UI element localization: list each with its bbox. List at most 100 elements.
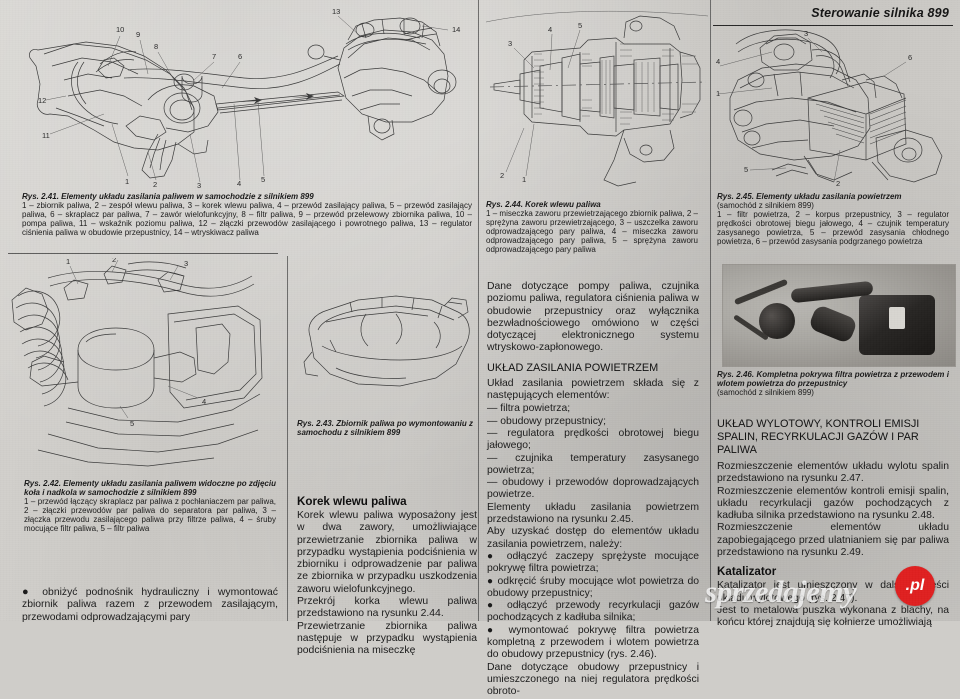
svg-text:11: 11 (42, 131, 50, 140)
svg-text:4: 4 (716, 57, 720, 66)
svg-text:10: 10 (116, 25, 124, 34)
korek-wlewu-section: Korek wlewu paliwa Korek wlewu paliwa wy… (297, 489, 477, 658)
svg-text:3: 3 (184, 259, 188, 268)
svg-text:4: 4 (202, 397, 206, 406)
figure-2-41-caption: Rys. 2.41. Elementy układu zasilania pal… (22, 192, 472, 237)
header-rule (713, 25, 953, 26)
dash-item: — filtra powietrza; (487, 403, 571, 415)
column-rule-left (287, 256, 288, 621)
korek-wlewu-paragraph-1: Korek wlewu paliwa wyposażony jest w dwa… (297, 510, 477, 595)
mid-after-dash-2: Aby uzyskać dostęp do elementów układu z… (487, 526, 699, 550)
figure-2-44-drawing: 3 4 5 2 1 (484, 4, 710, 190)
svg-text:2: 2 (112, 258, 116, 264)
figure-2-46-title: Kompletna pokrywa filtra powietrza z prz… (717, 370, 949, 389)
right-paragraph-3: Rozmieszczenie elementów układu zapobieg… (717, 522, 949, 559)
right-paragraph-2: Rozmieszczenie elementów kontroli emisji… (717, 485, 949, 522)
figure-2-45-legend: 1 – filtr powietrza, 2 – korpus przepust… (717, 210, 949, 247)
svg-text:2: 2 (836, 179, 840, 188)
svg-text:7: 7 (212, 52, 216, 61)
svg-text:4: 4 (237, 179, 241, 188)
figure-2-44-id: Rys. 2.44. (486, 200, 523, 209)
figure-2-42-drawing: 1 2 3 4 5 (8, 258, 280, 472)
running-title: Sterowanie silnika 899 (811, 6, 949, 20)
svg-text:6: 6 (238, 52, 242, 61)
dash-item: — czujnika temperatury zasysanego powiet… (487, 452, 699, 476)
page-header: Sterowanie silnika 899 (713, 6, 953, 26)
figure-2-43-title: Zbiornik paliwa po wymontowaniu z samoch… (297, 419, 473, 438)
figure-2-41-drawing: 10 9 8 7 6 13 12 11 1 2 3 4 5 14 (8, 4, 476, 190)
bullet-item-text: odłączyć przewody recyrkulacji gazów poc… (487, 600, 699, 624)
figure-2-43-caption: Rys. 2.43. Zbiornik paliwa po wymontowan… (297, 419, 473, 437)
mid-intro-paragraph: Dane dotyczące pompy paliwa, czujnika po… (487, 281, 699, 354)
right-paragraph-1: Rozmieszczenie elementów układu wylotu s… (717, 461, 949, 485)
bullet-item-text: odłączyć zaczepy sprężyste mocujące pokr… (487, 550, 700, 575)
photo-hose-elbow (807, 303, 859, 345)
svg-text:5: 5 (744, 165, 748, 174)
figure-2-44-title: Korek wlewu paliwa (525, 200, 601, 209)
dash-item: — obudowy przepustnicy; (487, 415, 606, 427)
svg-text:2: 2 (153, 180, 157, 189)
figure-2-45-subtitle: (samochód z silnikiem 899) (717, 201, 814, 211)
bullet-item-text: wymontować pokrywę filtra powietrza komp… (487, 624, 699, 661)
figure-2-46-subtitle: (samochód z silnikiem 899) (717, 388, 814, 398)
mid-bullet-list: ● odłączyć zaczepy sprężyste mocujące po… (487, 551, 699, 662)
figure-2-45-caption: Rys. 2.45. Elementy układu zasilania pow… (717, 192, 949, 247)
mid-after-dash-1: Elementy układu zasilania powietrzem prz… (487, 501, 699, 526)
column-rule-right (710, 0, 711, 621)
column-rule-mid (478, 0, 479, 621)
figure-2-42-id: Rys. 2.42. (24, 479, 61, 488)
korek-wlewu-heading: Korek wlewu paliwa (297, 495, 407, 508)
dash-item: — regulatora prędkości obrotowej biegu j… (487, 427, 699, 452)
katalizator-paragraph-1: Katalizator jest umieszczony w dalszej c… (717, 580, 949, 604)
svg-text:2: 2 (500, 171, 504, 180)
svg-text:12: 12 (38, 96, 46, 105)
figure-2-46-photograph (722, 264, 956, 367)
bullet-item: ● odłączyć przewody recyrkulacji gazów p… (487, 600, 699, 624)
katalizator-heading: Katalizator (717, 565, 777, 579)
mid-tail-paragraph: Dane dotyczące obudowy przepustnicy i um… (487, 661, 699, 698)
mid-dash-list: — filtra powietrza; — obudowy przepustni… (487, 403, 699, 501)
svg-text:13: 13 (332, 7, 340, 16)
figure-2-46-caption: Rys. 2.46. Kompletna pokrywa filtra powi… (717, 370, 949, 397)
photo-cover-label (889, 307, 905, 329)
bullet-item: ● wymontować pokrywę filtra powietrza ko… (487, 624, 699, 661)
bullet-item-text: odkręcić śruby mocujące wlot powietrza d… (487, 575, 700, 599)
svg-text:1: 1 (125, 177, 129, 186)
figure-2-42-title: Elementy układu zasilania paliwem widocz… (24, 479, 276, 498)
svg-text:1: 1 (66, 258, 70, 266)
figure-2-43-id: Rys. 2.43. (297, 419, 334, 428)
svg-text:3: 3 (508, 39, 512, 48)
bullet-item: ● odłączyć zaczepy sprężyste mocujące po… (487, 550, 700, 575)
svg-text:5: 5 (130, 419, 134, 428)
mid-lead-paragraph: Układ zasilania powietrzem składa się z … (487, 377, 699, 402)
right-column-text: UKŁAD WYLOTOWY, KONTROLI EMISJI SPALIN, … (717, 418, 949, 630)
figure-2-45-id: Rys. 2.45. (717, 192, 754, 201)
korek-wlewu-paragraph-2: Przekrój korka wlewu paliwa przedstawion… (297, 596, 477, 620)
figure-2-42-caption: Rys. 2.42. Elementy układu zasilania pal… (24, 479, 276, 534)
svg-text:14: 14 (452, 25, 460, 34)
katalizator-paragraph-2: Jest to metalowa puszka wykonana z blach… (717, 604, 949, 629)
svg-text:3: 3 (197, 181, 201, 190)
left-bullet-text: obniżyć podnośnik hydrauliczny i wymonto… (22, 587, 278, 623)
svg-text:1: 1 (522, 175, 526, 184)
figure-2-44-legend: 1 – miseczka zaworu przewietrzającego zb… (486, 209, 698, 255)
left-column-bullet-paragraph: ● obniżyć podnośnik hydrauliczny i wymon… (22, 586, 278, 623)
figure-2-44-caption: Rys. 2.44. Korek wlewu paliwa 1 – misecz… (486, 200, 698, 255)
korek-wlewu-paragraph-3: Przewietrzanie zbiornika paliwa następuj… (297, 620, 477, 657)
svg-text:8: 8 (154, 42, 158, 51)
right-section-heading: UKŁAD WYLOTOWY, KONTROLI EMISJI SPALIN, … (717, 418, 920, 456)
figure-2-42-legend: 1 – przewód łączący skraplacz par paliwa… (24, 497, 276, 534)
svg-text:5: 5 (261, 175, 265, 184)
figure-2-46-id: Rys. 2.46. (717, 370, 755, 379)
figure-2-45-drawing: 3 4 1 6 5 2 (716, 22, 956, 188)
svg-text:1: 1 (716, 89, 720, 98)
mid-section-heading: UKŁAD ZASILANIA POWIETRZEM (487, 361, 659, 374)
figure-2-41-id: Rys. 2.41. (22, 192, 59, 201)
left-block-rule (8, 253, 278, 254)
bullet-item: ● odkręcić śruby mocujące wlot powietrza… (487, 575, 700, 599)
figure-2-41-title: Elementy układu zasilania paliwem w samo… (61, 192, 314, 201)
figure-2-45-title: Elementy układu zasilania powietrzem (756, 192, 902, 201)
svg-text:9: 9 (136, 30, 140, 39)
figure-2-43-drawing (296, 278, 478, 410)
photo-thin-cable (733, 278, 789, 306)
